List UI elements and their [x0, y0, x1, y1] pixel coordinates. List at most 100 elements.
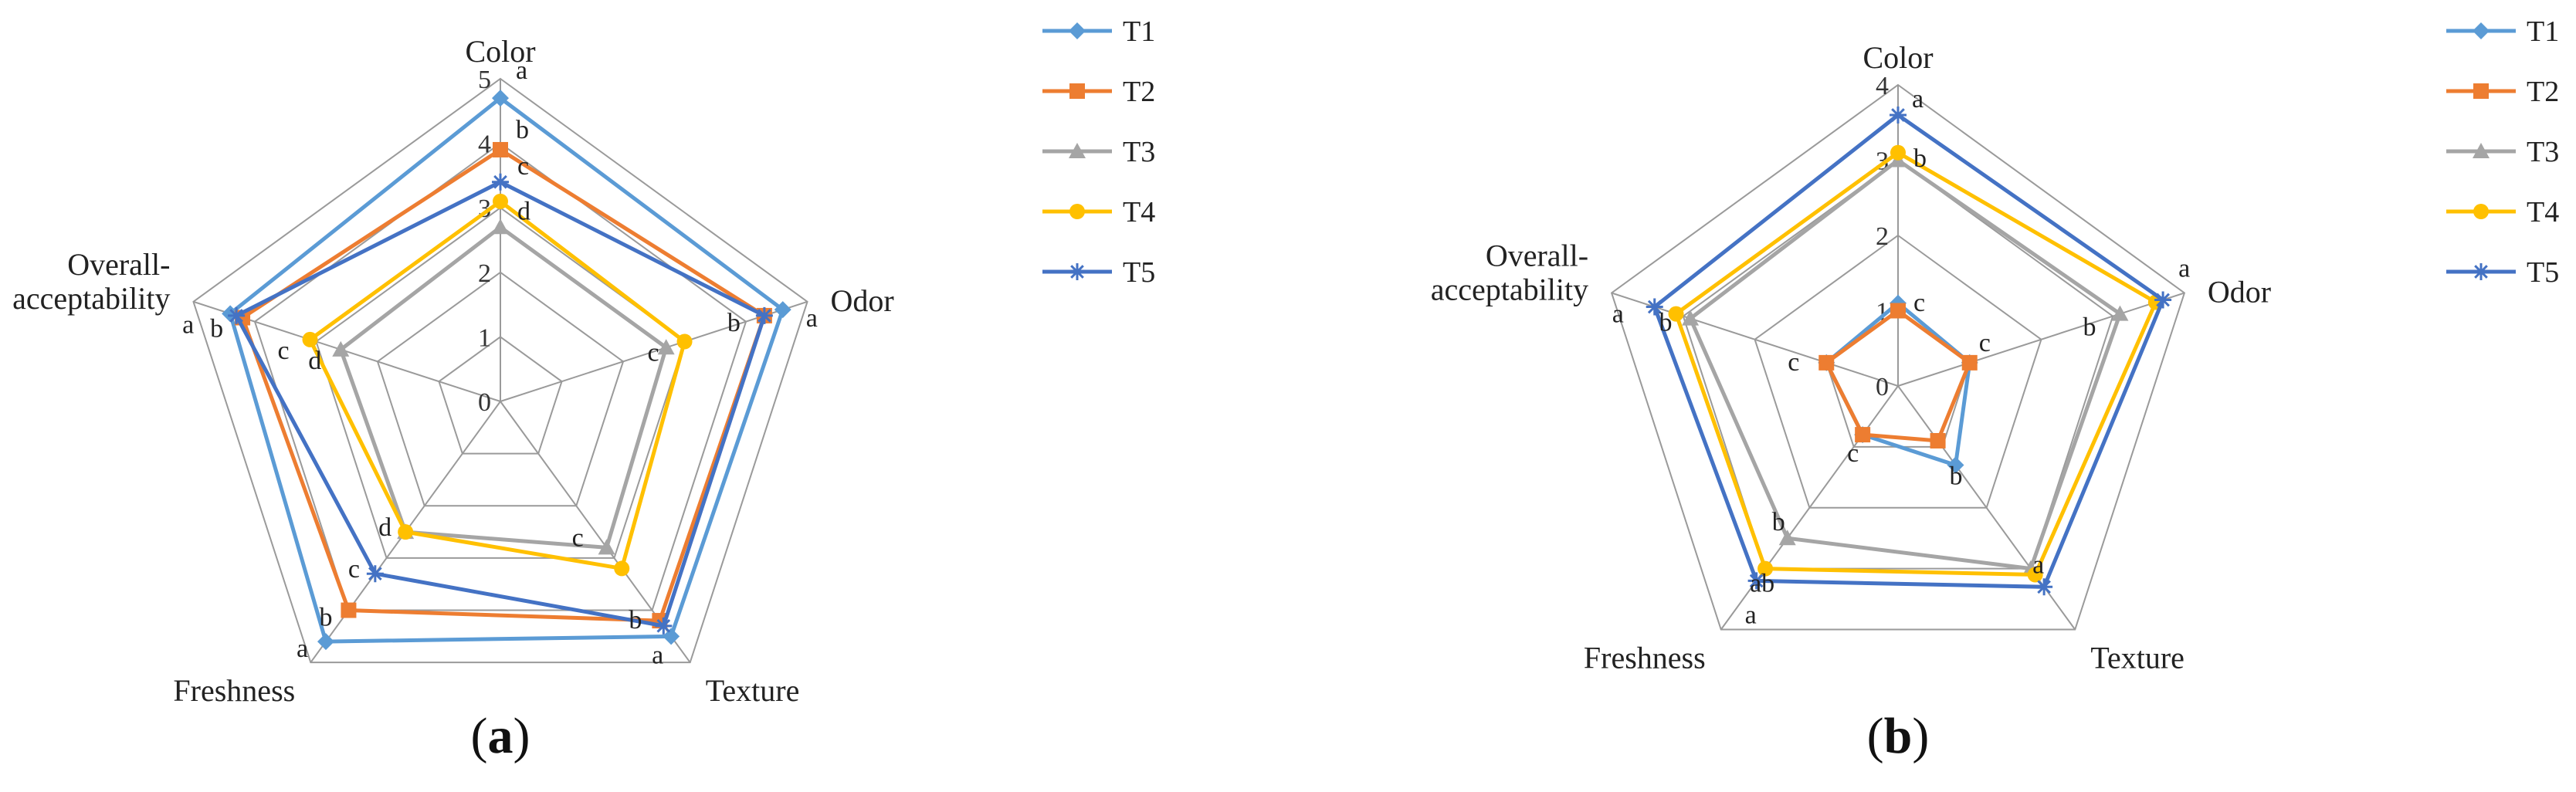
series-T1	[222, 90, 791, 651]
significance-letter: b	[516, 116, 529, 144]
grid-ring	[438, 336, 563, 455]
data-point	[1747, 572, 1765, 590]
tick-label: 1	[478, 323, 491, 352]
data-point	[398, 524, 414, 540]
tick-label: 0	[478, 388, 491, 417]
axis-label: Odor	[831, 283, 894, 318]
legend-marker	[2473, 143, 2490, 158]
significance-letter: a	[652, 641, 663, 669]
data-point	[2154, 291, 2172, 309]
data-point	[1668, 306, 1684, 322]
legend-marker	[1069, 83, 1085, 99]
tick-label: 5	[478, 66, 491, 94]
legend-label: T3	[2527, 136, 2559, 168]
legend-item-T2: T2	[1042, 76, 1155, 108]
significance-letter: c	[517, 152, 529, 181]
significance-letter: b	[629, 606, 642, 635]
data-point	[1682, 310, 1700, 326]
axis-label-line: Color	[1863, 40, 1933, 75]
legend-marker	[2473, 204, 2489, 219]
data-point	[341, 602, 357, 618]
data-point	[2111, 305, 2129, 321]
axis-label-line: Overall-	[67, 247, 170, 282]
data-point	[614, 560, 630, 577]
data-point	[228, 306, 246, 324]
data-point	[2027, 567, 2043, 583]
axis-label: Freshness	[173, 673, 295, 708]
tick-label: 2	[1876, 222, 1889, 251]
significance-letter: b	[210, 314, 223, 343]
legend-marker	[1069, 22, 1086, 39]
significance-letter: ab	[1750, 570, 1774, 598]
significance-letter: b	[727, 309, 741, 337]
axis-label: Color	[1863, 40, 1933, 75]
significance-letter: a	[2178, 255, 2190, 283]
axis-label-line: Color	[465, 34, 535, 69]
significance-letter: c	[348, 555, 360, 584]
axis-label-line: Texture	[706, 673, 800, 708]
data-point	[1930, 432, 1946, 448]
grid-ring	[1754, 234, 2042, 509]
significance-letter: a	[182, 310, 194, 339]
data-point	[774, 301, 791, 319]
data-point	[366, 565, 384, 583]
data-point	[1778, 530, 1796, 546]
tick-label: 2	[478, 259, 491, 288]
grid-ring	[253, 142, 747, 611]
axis-label-line: Odor	[2208, 274, 2271, 309]
legend-marker	[1069, 263, 1086, 280]
series-line	[307, 198, 687, 571]
data-point	[1890, 303, 1906, 319]
significance-letter: a	[1612, 300, 1624, 329]
legend-item-T3: T3	[1042, 136, 1155, 168]
data-point	[492, 90, 509, 107]
significance-letter: d	[308, 347, 321, 375]
significance-letter: c	[648, 338, 659, 367]
data-point	[1947, 456, 1964, 474]
legend-item-T5: T5	[1042, 256, 1155, 289]
data-point	[492, 173, 509, 191]
axis-label: Overall-acceptability	[1431, 238, 1588, 306]
tick-label: 0	[1876, 373, 1889, 401]
significance-letter: a	[297, 635, 308, 663]
significance-letter: c	[1847, 439, 1859, 468]
legend-marker	[2473, 83, 2489, 99]
panel-paren-open: (	[1867, 708, 1884, 764]
series-T4	[302, 193, 693, 577]
data-point	[492, 218, 509, 235]
data-point	[676, 333, 693, 350]
axis-spoke	[1897, 292, 2185, 387]
series-T5	[228, 173, 773, 635]
data-point	[1757, 560, 1774, 577]
axis-spoke	[1720, 385, 1899, 631]
series-T2	[235, 141, 772, 629]
axis-label-line: acceptability	[12, 281, 170, 316]
legend-label: T2	[1123, 76, 1155, 108]
legend-item-T1: T1	[2446, 15, 2559, 48]
significance-letter: a	[516, 56, 527, 85]
legend-marker	[2473, 22, 2490, 39]
data-point	[1855, 427, 1871, 443]
axis-label: Overall-acceptability	[12, 247, 170, 316]
legend-item-T5: T5	[2446, 256, 2559, 289]
series-T2	[1818, 303, 1978, 448]
significance-letter: b	[1913, 144, 1927, 173]
panel-paren-open: (	[471, 708, 488, 764]
data-point	[663, 628, 680, 645]
series-line	[228, 95, 785, 644]
significance-letter: a	[1912, 85, 1924, 113]
data-point	[655, 617, 673, 635]
panel-letter: a	[488, 708, 514, 764]
legend-label: T3	[1123, 136, 1155, 168]
legend-label: T4	[1123, 196, 1155, 228]
data-point	[302, 331, 318, 347]
significance-letter: c	[1913, 289, 1925, 317]
data-point	[1646, 298, 1663, 316]
tick-label: 4	[478, 130, 491, 159]
data-point	[1890, 107, 1907, 124]
tick-label: 4	[1876, 72, 1889, 100]
significance-letter: b	[319, 604, 332, 632]
legend-item-T4: T4	[2446, 196, 2559, 228]
panel-letter: b	[1884, 708, 1913, 764]
axis-label: Texture	[706, 673, 800, 708]
